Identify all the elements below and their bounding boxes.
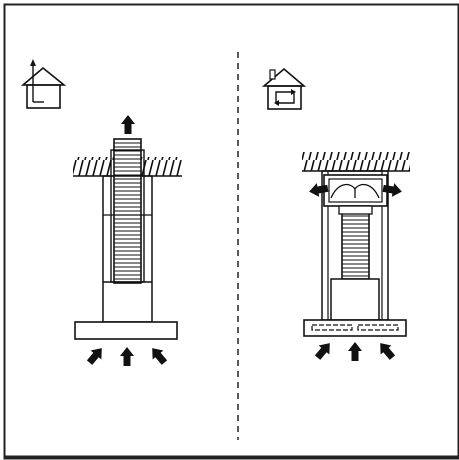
intake-arrow-center-icon (120, 347, 134, 366)
hood-canopy-with-filters (303, 319, 407, 337)
ceiling-hatch-right (302, 152, 410, 171)
exhaust-arrow-icon (121, 115, 135, 134)
intake-arrow-right-icon (146, 343, 170, 368)
motor-housing (330, 278, 380, 321)
intake-arrow-left-icon (84, 343, 108, 368)
flexible-duct (113, 138, 142, 284)
hood-canopy (74, 321, 178, 340)
outer-frame (3, 3, 459, 460)
carbon-filter-left (311, 324, 353, 331)
panel-ducted (20, 59, 182, 368)
panel-recirculating (261, 67, 410, 363)
flexible-duct-right (341, 205, 370, 280)
house-recirculate-icon (261, 67, 307, 110)
intake-arrow-center-icon-right (348, 342, 362, 361)
air-deflector (323, 174, 388, 207)
house-exhaust-up-icon (20, 59, 67, 109)
carbon-filter-right (357, 324, 399, 331)
intake-arrow-left-icon-right (312, 338, 336, 363)
intake-arrow-right-icon-right (374, 338, 398, 363)
